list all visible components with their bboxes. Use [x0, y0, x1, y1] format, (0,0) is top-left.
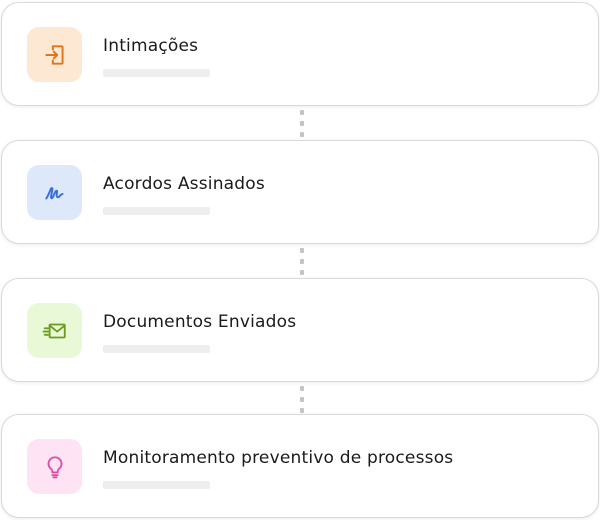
mail-send-icon: [27, 303, 82, 358]
list-item-acordos-assinados[interactable]: Acordos Assinados: [1, 140, 599, 244]
placeholder-line: [103, 345, 210, 353]
placeholder-line: [103, 69, 210, 77]
item-title: Intimações: [103, 36, 199, 56]
connector: [300, 248, 304, 275]
list-item-intimacoes[interactable]: Intimações: [1, 2, 599, 106]
item-title: Monitoramento preventivo de processos: [103, 448, 454, 468]
placeholder-line: [103, 481, 210, 489]
lightbulb-icon: [27, 439, 82, 494]
item-title: Documentos Enviados: [103, 312, 297, 332]
list-item-monitoramento[interactable]: Monitoramento preventivo de processos: [1, 414, 599, 518]
item-title: Acordos Assinados: [103, 174, 265, 194]
signature-icon: [27, 165, 82, 220]
connector: [300, 386, 304, 413]
list-item-documentos-enviados[interactable]: Documentos Enviados: [1, 278, 599, 382]
placeholder-line: [103, 207, 210, 215]
login-arrow-icon: [27, 27, 82, 82]
connector: [300, 110, 304, 137]
